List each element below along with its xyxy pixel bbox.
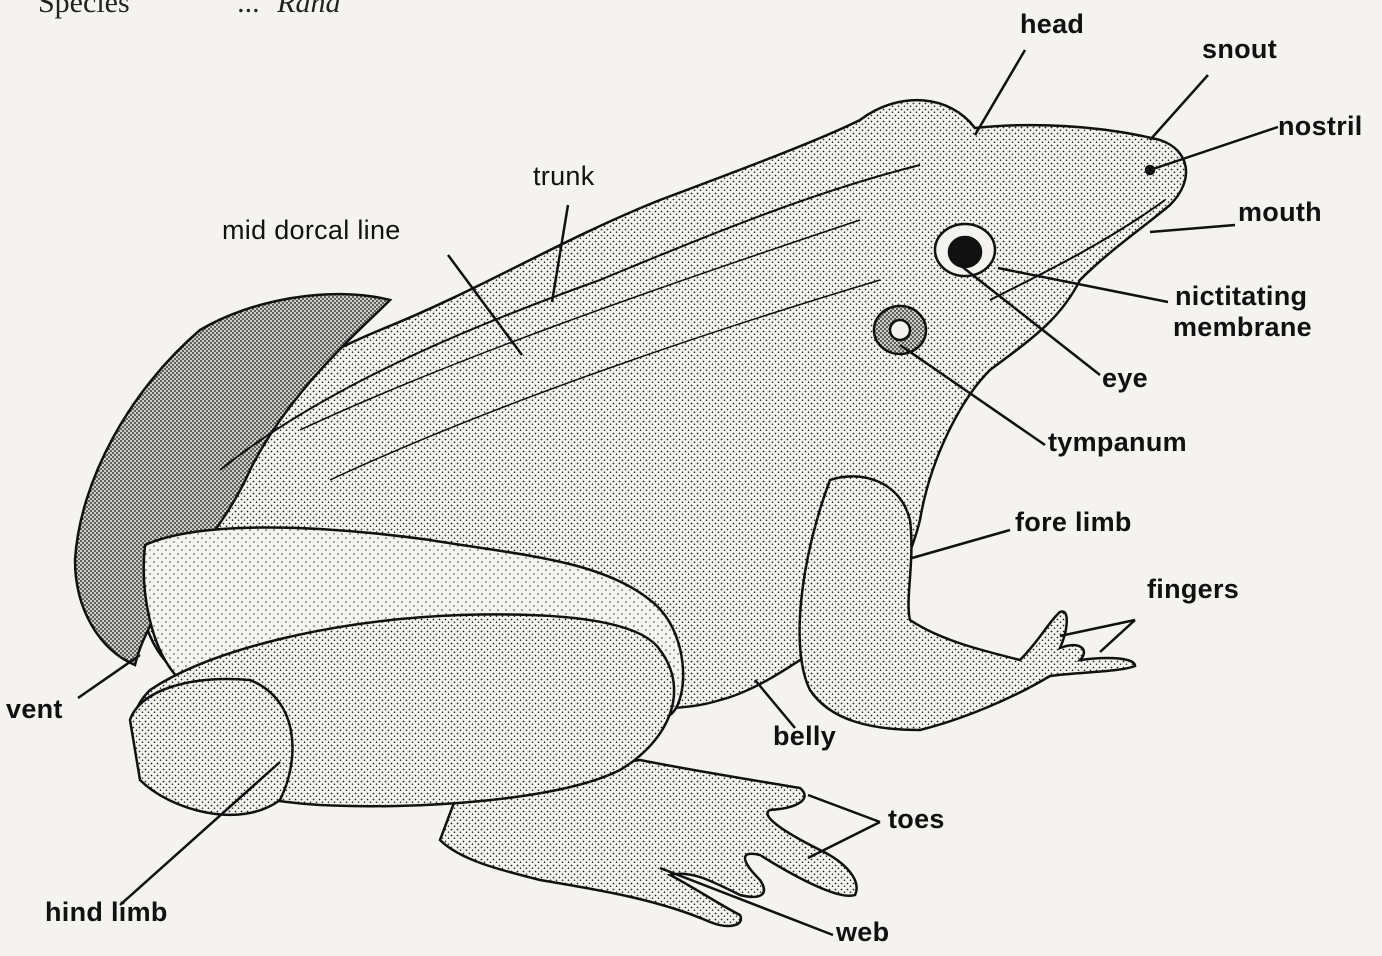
tympanum-center	[890, 320, 910, 340]
label-tympanum: tympanum	[1048, 428, 1187, 456]
leader-vent	[78, 655, 140, 698]
label-snout: snout	[1202, 35, 1277, 63]
leader-head	[975, 50, 1025, 135]
label-nostril: nostril	[1278, 112, 1363, 140]
label-web: web	[836, 918, 889, 946]
label-toes: toes	[888, 805, 945, 833]
label-nictitating-1: nictitating	[1175, 282, 1307, 310]
leader-mouth	[1150, 225, 1235, 232]
label-trunk: trunk	[533, 162, 595, 190]
label-nictitating-2: membrane	[1173, 313, 1312, 341]
label-eye: eye	[1102, 364, 1148, 392]
lower-thigh-shape	[130, 679, 292, 815]
label-mouth: mouth	[1238, 198, 1322, 226]
label-fore-limb: fore limb	[1015, 508, 1132, 536]
leader-toes-b	[808, 822, 880, 858]
label-vent: vent	[6, 695, 63, 723]
label-belly: belly	[773, 722, 836, 750]
eye-pupil	[949, 237, 981, 267]
leader-fingers-a	[1060, 620, 1135, 636]
label-hind-limb: hind limb	[45, 898, 168, 926]
label-fingers: fingers	[1147, 575, 1239, 603]
label-head: head	[1020, 10, 1084, 38]
leader-fore-limb	[912, 530, 1010, 558]
leader-toes-a	[808, 795, 880, 822]
leader-snout	[1150, 75, 1208, 140]
label-mid-dorsal-line: mid dorcal line	[222, 216, 401, 244]
